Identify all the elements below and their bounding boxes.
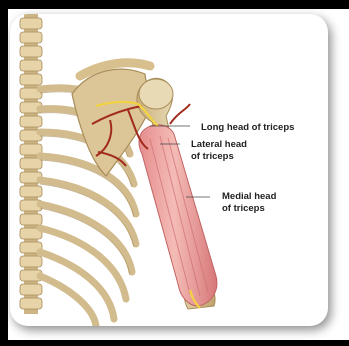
- humeral-head: [139, 79, 173, 109]
- spine: [20, 14, 42, 314]
- lateral-head-label-line2: of triceps: [191, 151, 234, 162]
- triceps-anatomy-illustration: [10, 14, 328, 326]
- frame-border-left: [0, 0, 8, 346]
- medial-head-label-line2: of triceps: [222, 203, 265, 214]
- frame-border-top: [0, 0, 349, 9]
- medial-head-label-line1: Medial head: [222, 191, 276, 202]
- frame-border-bottom: [0, 340, 349, 346]
- long-head-label: Long head of triceps: [201, 122, 294, 133]
- illustration-card: Long head of triceps Lateral head of tri…: [10, 14, 328, 326]
- lateral-head-label-line1: Lateral head: [191, 139, 247, 150]
